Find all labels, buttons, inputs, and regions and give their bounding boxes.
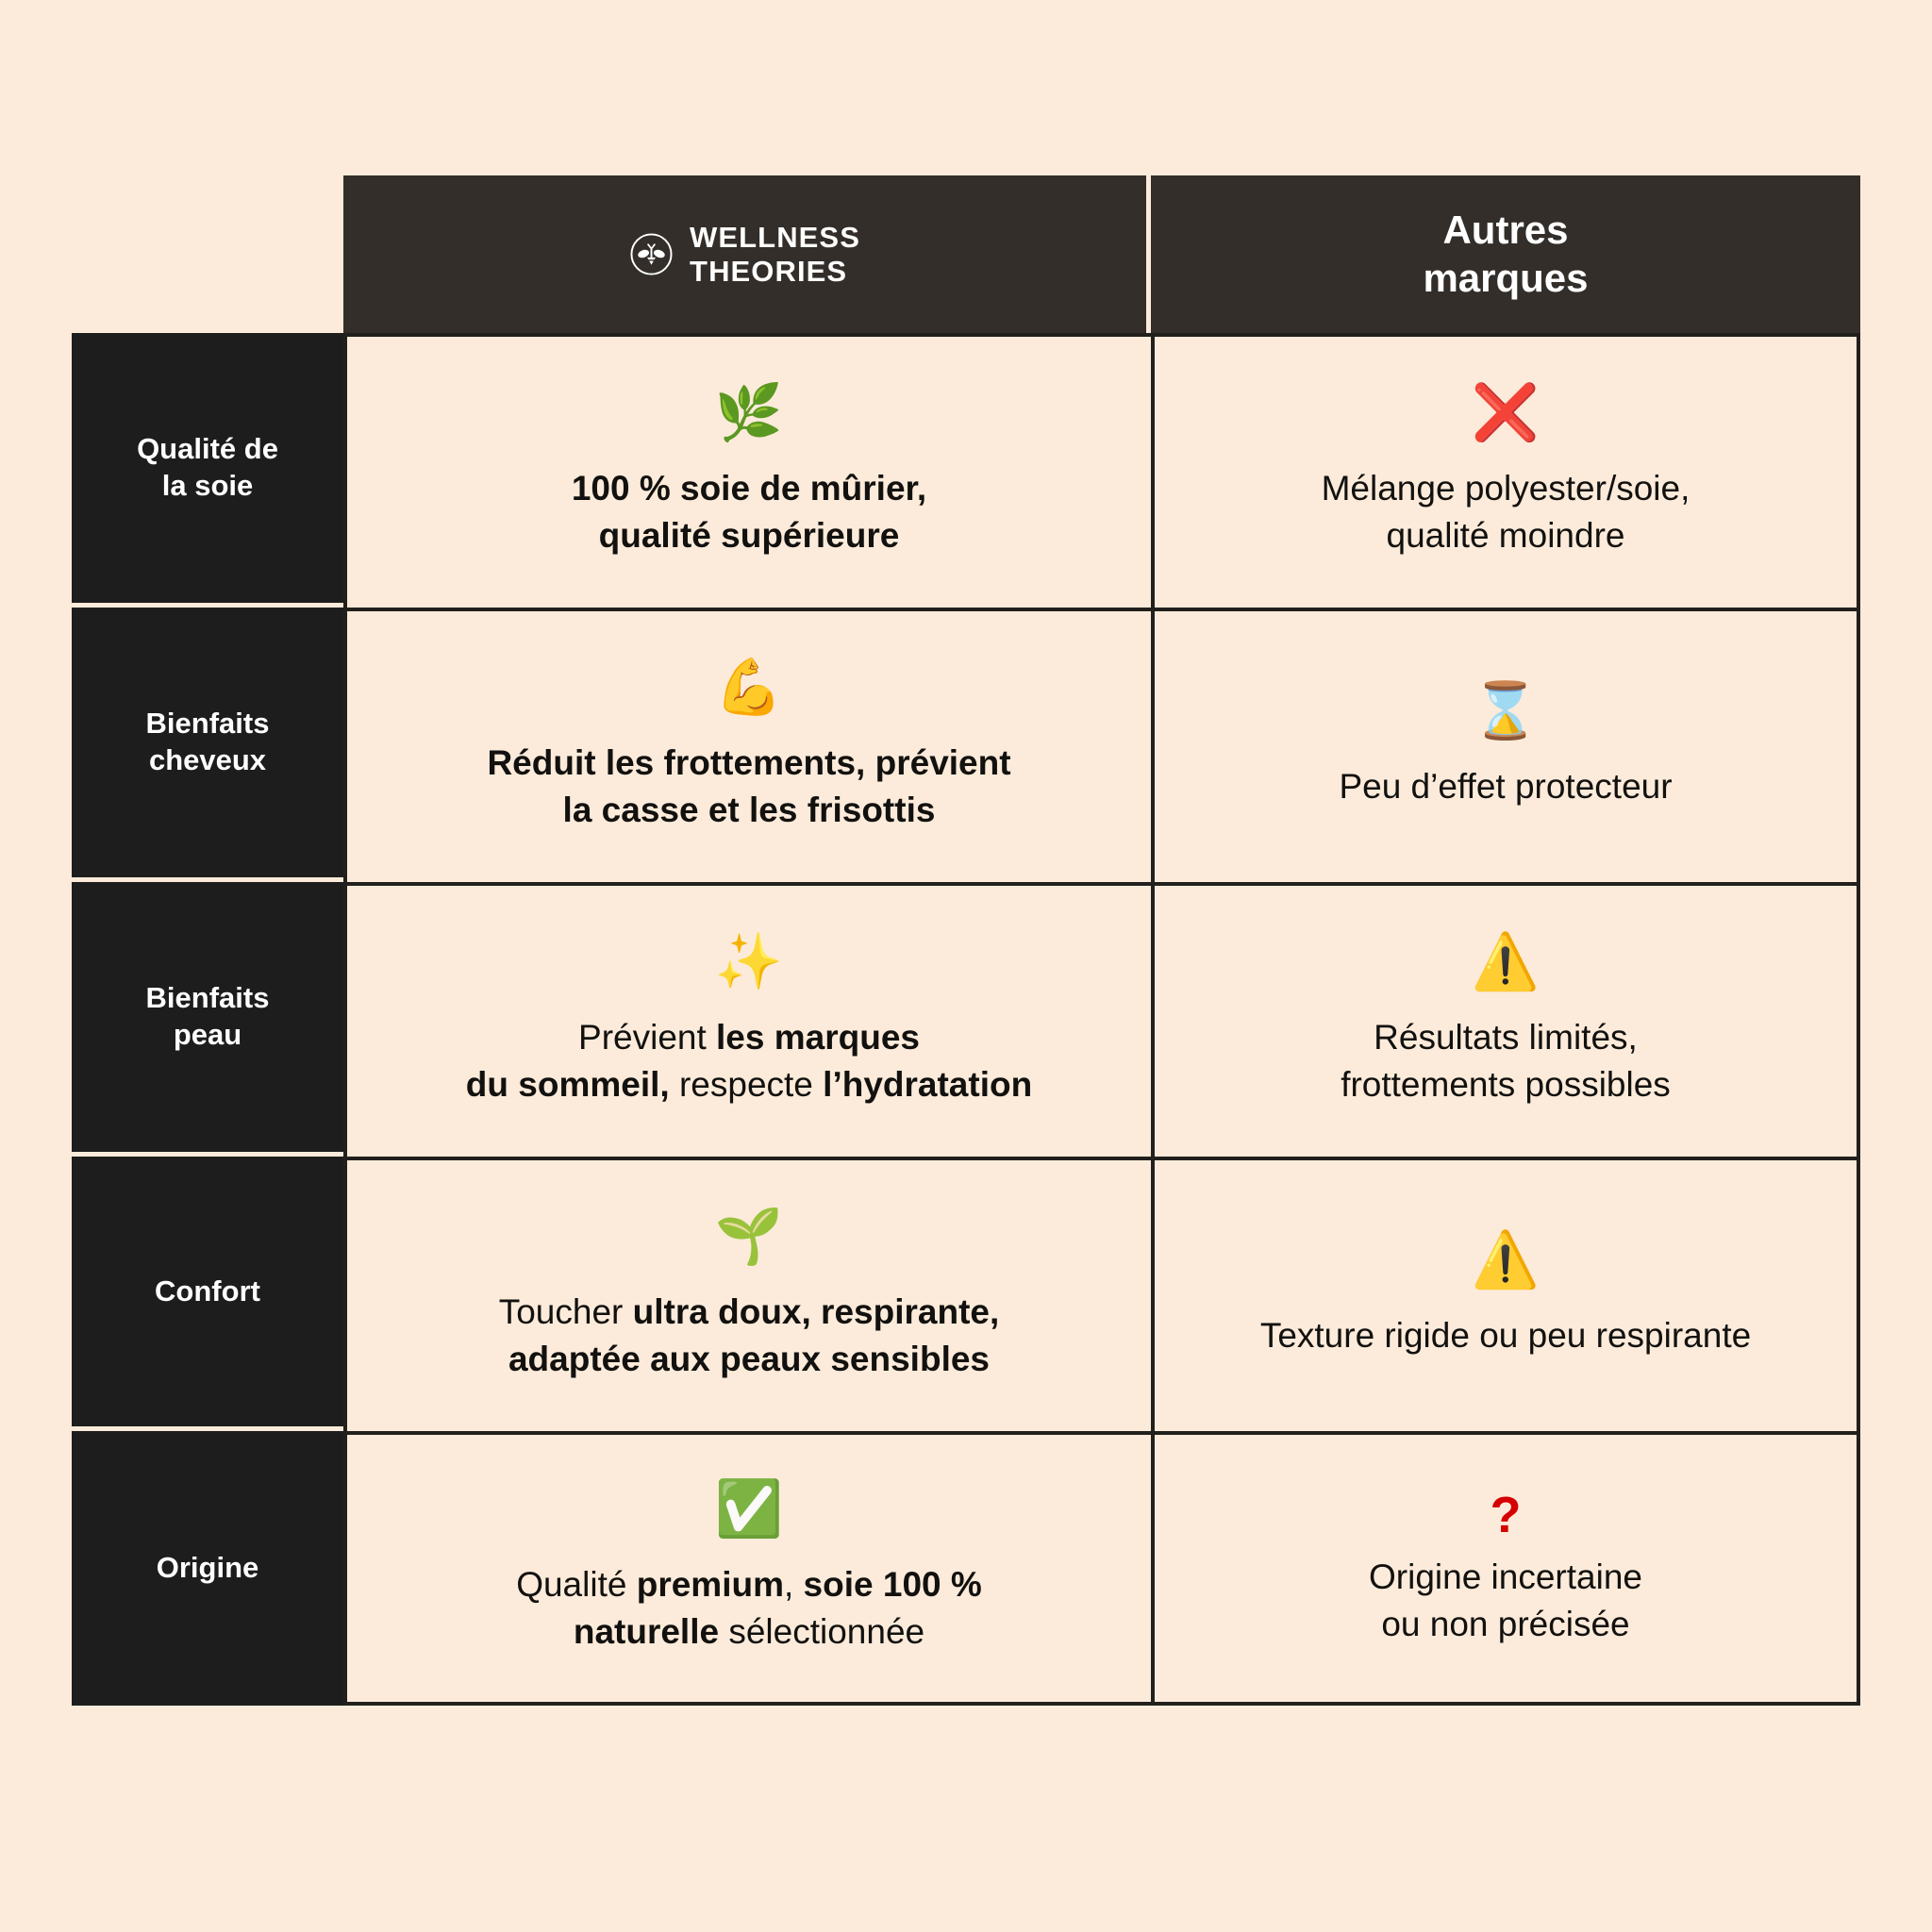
competitor-column-header: Autres marques [1151, 175, 1860, 333]
brand-column-header: WELLNESS THEORIES [343, 175, 1151, 333]
brand-lockup: WELLNESS THEORIES [629, 221, 860, 288]
cell-text: Mélange polyester/soie,qualité moindre [1321, 468, 1690, 555]
competitor-cell: ⌛ Peu d’effet protecteur [1151, 608, 1860, 882]
brand-cell: 🌿 100 % soie de mûrier,qualité supérieure [343, 333, 1151, 608]
question-mark-icon: ? [1490, 1486, 1522, 1543]
competitor-cell: ❌ Mélange polyester/soie,qualité moindre [1151, 333, 1860, 608]
row-label: Confort [72, 1157, 343, 1431]
row-label: Bienfaits cheveux [72, 608, 343, 882]
row-label: Origine [72, 1431, 343, 1706]
herb-emoji: 🌿 [714, 381, 784, 443]
sparkles-emoji: ✨ [714, 930, 784, 992]
bee-in-circle-icon [629, 232, 674, 276]
cell-text: 100 % soie de mûrier,qualité supérieure [571, 468, 927, 555]
brand-cell: ✅ Qualité premium, soie 100 %naturelle sé… [343, 1431, 1151, 1706]
competitor-header-title: Autres marques [1423, 208, 1589, 300]
cell-text: Résultats limités,frottements possibles [1341, 1017, 1671, 1104]
cell-text: Qualité premium, soie 100 %naturelle sél… [516, 1564, 982, 1651]
warning-emoji: ⚠️ [1471, 1228, 1541, 1291]
brand-name-text: WELLNESS THEORIES [690, 221, 860, 288]
cell-text: Texture rigide ou peu respirante [1259, 1315, 1752, 1355]
warning-emoji: ⚠️ [1471, 930, 1541, 992]
cell-text: Peu d’effet protecteur [1339, 766, 1673, 806]
header-corner-spacer [72, 175, 343, 333]
cross-mark-emoji: ❌ [1471, 381, 1541, 443]
comparison-table: WELLNESS THEORIES Autres marques Qualité… [72, 175, 1860, 1706]
row-label: Qualité de la soie [72, 333, 343, 608]
flexed-biceps-emoji: 💪 [714, 656, 784, 718]
cell-text: Toucher ultra doux, respirante,adaptée a… [498, 1291, 1000, 1378]
brand-cell: 🌱 Toucher ultra doux, respirante,adaptée … [343, 1157, 1151, 1431]
hourglass-done-emoji: ⌛ [1471, 679, 1541, 741]
competitor-cell: ⚠️ Résultats limités,frottements possible… [1151, 882, 1860, 1157]
competitor-cell: ⚠️ Texture rigide ou peu respirante [1151, 1157, 1860, 1431]
check-mark-button-emoji: ✅ [714, 1477, 784, 1540]
row-label: Bienfaits peau [72, 882, 343, 1157]
seedling-emoji: 🌱 [714, 1205, 784, 1267]
